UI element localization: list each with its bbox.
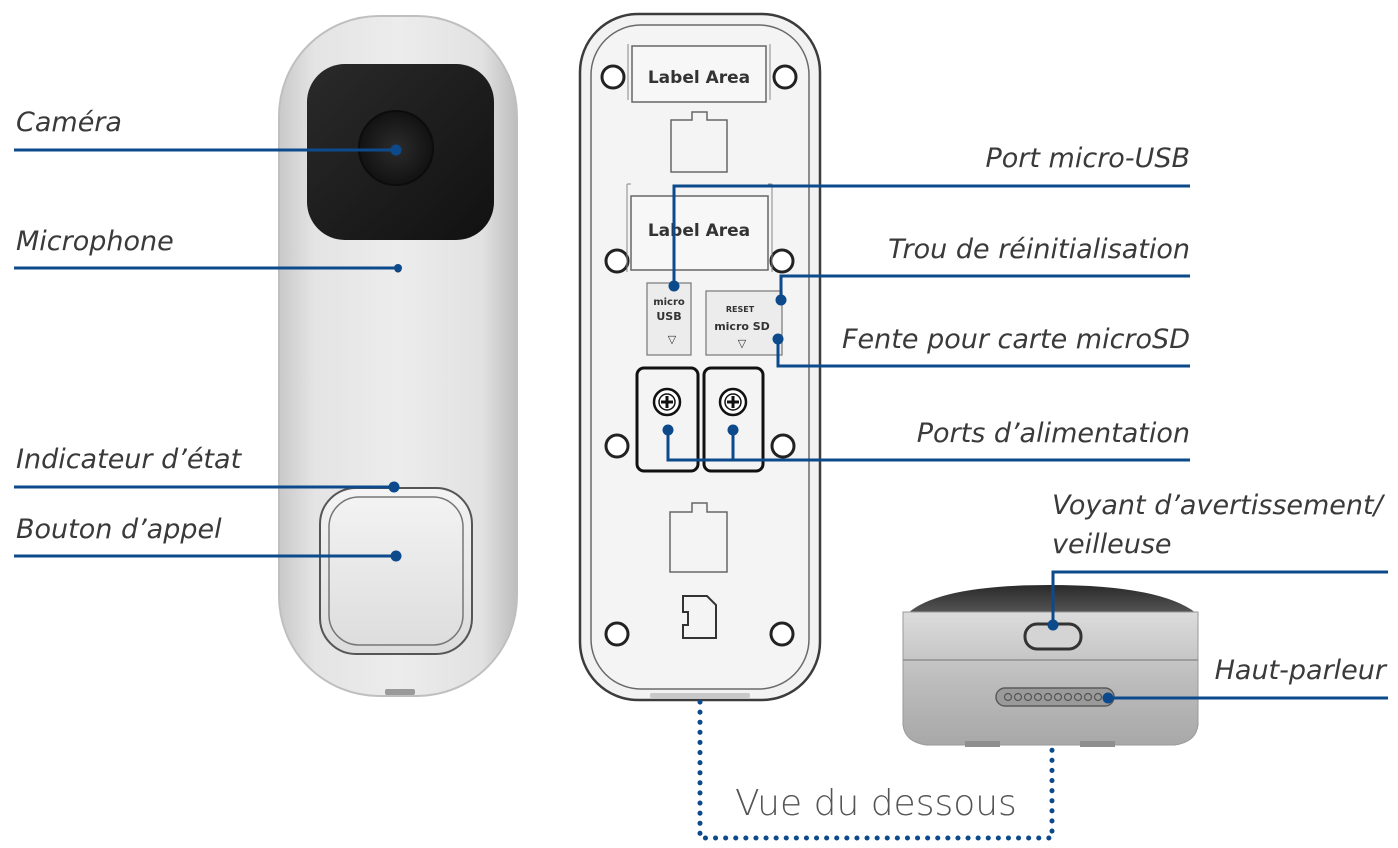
power-terminal-left bbox=[635, 366, 700, 473]
label-speaker: Haut-parleur bbox=[1214, 655, 1386, 686]
call-button-inner bbox=[328, 496, 464, 646]
label-microphone: Microphone bbox=[16, 226, 174, 257]
label-area-2-text: Label Area bbox=[648, 221, 750, 241]
sd-card-glyph bbox=[682, 595, 717, 639]
power-screw-right bbox=[718, 387, 748, 417]
reset-text: RESET bbox=[726, 305, 755, 314]
mount-hole-bottom-right bbox=[769, 621, 795, 647]
micro-sd-text: micro SD bbox=[714, 320, 770, 333]
micro-usb-text-3: ▽ bbox=[668, 333, 677, 346]
micro-usb-text-2: USB bbox=[656, 310, 681, 323]
tab-2 bbox=[669, 502, 728, 573]
mount-hole-top-left bbox=[600, 64, 626, 90]
callout-dots bbox=[388, 144, 1114, 704]
label-reset-hole: Trou de réinitialisation bbox=[888, 234, 1190, 265]
mount-hole-mid-right bbox=[769, 248, 795, 274]
micro-usb-text-1: micro bbox=[653, 297, 685, 308]
sd-arrow-text: ▽ bbox=[738, 337, 747, 350]
tab-1 bbox=[670, 111, 728, 173]
call-button-outer bbox=[319, 487, 473, 655]
speaker-holes bbox=[1003, 692, 1103, 702]
label-micro-usb-port: Port micro-USB bbox=[985, 143, 1190, 174]
mount-hole-low-left bbox=[604, 433, 630, 459]
doorbell-front-view bbox=[278, 15, 518, 697]
callout-microsd bbox=[776, 339, 1190, 368]
label-warning-light-line1: Voyant d’avertissement/ bbox=[1052, 490, 1383, 521]
mount-hole-low-right bbox=[770, 433, 796, 459]
callout-reset bbox=[779, 274, 1190, 300]
label-status-indicator: Indicateur d’état bbox=[16, 444, 242, 475]
callout-micro-usb bbox=[672, 184, 1190, 286]
mount-hole-top-right bbox=[772, 64, 798, 90]
label-area-1-box bbox=[631, 45, 767, 103]
micro-usb-box bbox=[646, 282, 692, 356]
label-call-button: Bouton d’appel bbox=[16, 514, 222, 545]
label-microsd-slot: Fente pour carte microSD bbox=[842, 324, 1190, 355]
bottom-view-bracket bbox=[697, 699, 1055, 841]
power-screw-left bbox=[652, 387, 682, 417]
reset-sd-box bbox=[705, 290, 783, 356]
doorbell-back-view: Label Area Label Area micro USB ▽ RESET … bbox=[578, 12, 822, 702]
back-bottom-edge bbox=[650, 693, 750, 698]
front-bottom-vent bbox=[385, 689, 415, 695]
mount-hole-mid-left bbox=[604, 248, 630, 274]
callout-lines bbox=[14, 148, 1388, 700]
mount-hole-bottom-left bbox=[604, 621, 630, 647]
label-warning-light-line2: veilleuse bbox=[1052, 529, 1172, 560]
label-camera: Caméra bbox=[16, 107, 122, 138]
label-area-1-text: Label Area bbox=[648, 68, 750, 88]
back-body-inner bbox=[590, 24, 810, 690]
doorbell-bottom-view bbox=[902, 585, 1199, 747]
callout-warning-light bbox=[1051, 570, 1388, 625]
bottom-view-body bbox=[902, 611, 1199, 746]
power-terminal-right bbox=[702, 366, 765, 473]
label-area-2-box bbox=[630, 195, 769, 271]
label-power-ports: Ports d’alimentation bbox=[916, 418, 1190, 449]
label-bottom-view: Vue du dessous bbox=[735, 783, 1017, 824]
